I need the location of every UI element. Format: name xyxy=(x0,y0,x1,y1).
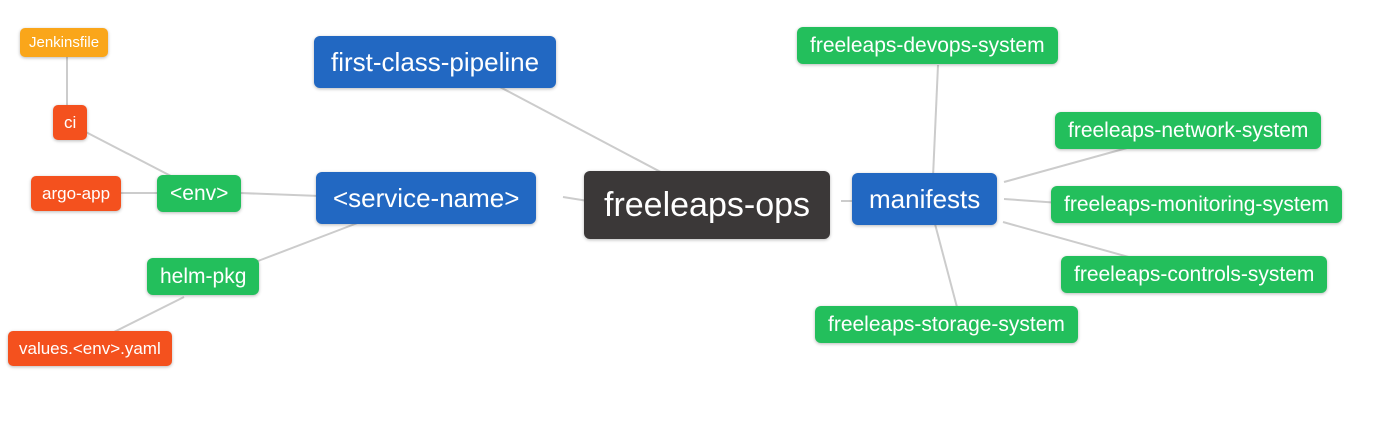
edge-env-service-name xyxy=(239,192,321,197)
edge-values-helm-pkg xyxy=(109,296,185,335)
node-ci[interactable]: ci xyxy=(53,105,88,140)
edge-service-name-root xyxy=(562,196,589,202)
node-helm-pkg[interactable]: helm-pkg xyxy=(147,258,260,295)
node-service-name[interactable]: <service-name> xyxy=(316,172,537,224)
node-jenkinsfile[interactable]: Jenkinsfile xyxy=(20,28,109,57)
node-first-class-pipeline[interactable]: first-class-pipeline xyxy=(314,36,557,88)
edge-helm-pkg-service-name xyxy=(257,218,369,262)
edge-manifests-storage xyxy=(934,223,959,312)
node-argo-app[interactable]: argo-app xyxy=(31,176,122,211)
node-env[interactable]: <env> xyxy=(157,175,242,212)
node-monitoring-system[interactable]: freeleaps-monitoring-system xyxy=(1051,186,1342,223)
node-controls-system[interactable]: freeleaps-controls-system xyxy=(1061,256,1328,293)
edge-pipeline-root xyxy=(497,85,673,179)
edge-manifests-controls xyxy=(1002,221,1144,262)
edge-manifests-monitoring xyxy=(1003,198,1061,204)
node-network-system[interactable]: freeleaps-network-system xyxy=(1055,112,1322,149)
node-manifests[interactable]: manifests xyxy=(852,173,998,225)
edge-manifests-network xyxy=(1003,147,1128,183)
node-values-env-yaml[interactable]: values.<env>.yaml xyxy=(8,331,172,366)
node-devops-system[interactable]: freeleaps-devops-system xyxy=(797,27,1058,64)
edge-manifests-devops xyxy=(932,64,939,178)
node-storage-system[interactable]: freeleaps-storage-system xyxy=(815,306,1078,343)
node-freeleaps-ops-root[interactable]: freeleaps-ops xyxy=(584,171,831,239)
